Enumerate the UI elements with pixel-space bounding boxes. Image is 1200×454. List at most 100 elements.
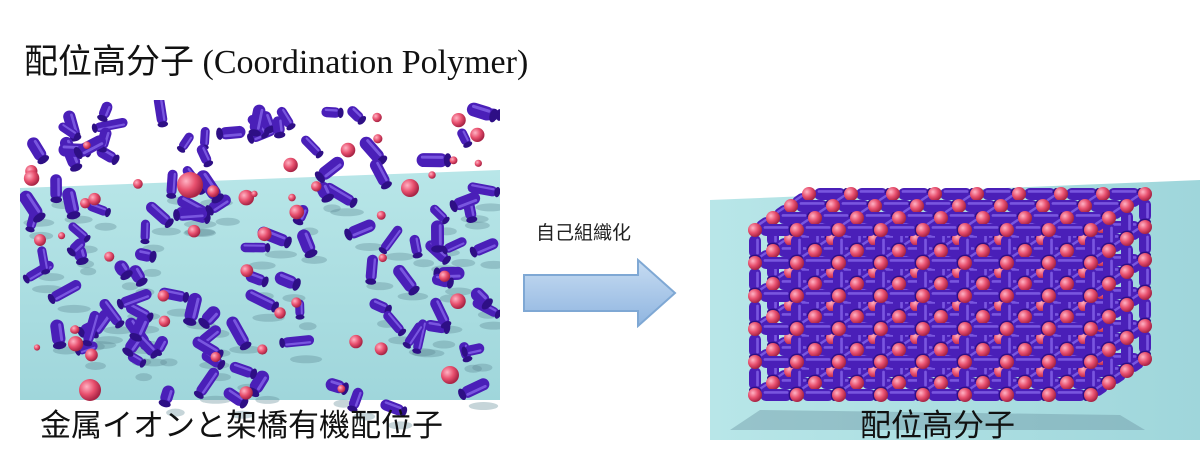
lattice-metal-node bbox=[1060, 343, 1074, 357]
ligand-shadow bbox=[290, 355, 323, 364]
lattice-metal-node bbox=[832, 289, 846, 303]
lattice-metal-node bbox=[808, 310, 822, 324]
metal-ion bbox=[376, 210, 386, 220]
lattice-metal-node bbox=[1096, 187, 1110, 201]
metal-ion bbox=[470, 127, 485, 143]
lattice-ligand-horizontal bbox=[1012, 356, 1048, 368]
ligand-rod bbox=[135, 248, 157, 263]
lattice-metal-node bbox=[1042, 223, 1056, 237]
lattice-metal-node bbox=[916, 355, 930, 369]
lattice-metal-node bbox=[916, 322, 930, 336]
lattice-metal-node bbox=[958, 256, 972, 270]
metal-ion bbox=[378, 253, 387, 263]
lattice-metal-node bbox=[748, 388, 762, 402]
ligand-rod bbox=[431, 220, 445, 253]
ligand-rod bbox=[116, 289, 152, 310]
lattice-metal-node bbox=[1060, 211, 1074, 225]
metal-ion bbox=[158, 315, 171, 328]
ordered-framework-scene bbox=[710, 180, 1200, 440]
ligand-rod bbox=[193, 367, 220, 399]
lattice-metal-node bbox=[874, 355, 888, 369]
metal-ion bbox=[34, 234, 46, 246]
lattice-metal-node bbox=[832, 388, 846, 402]
ligand-rod bbox=[198, 306, 221, 329]
lattice-metal-node bbox=[790, 388, 804, 402]
metal-ion bbox=[257, 227, 272, 242]
lattice-metal-node bbox=[1084, 223, 1098, 237]
ligand-rod bbox=[380, 399, 408, 418]
lattice-ligand-vertical bbox=[749, 268, 761, 295]
ligand-shadow bbox=[142, 268, 162, 277]
ligand-shadow bbox=[451, 258, 476, 267]
lattice-metal-node bbox=[1102, 211, 1116, 225]
ligand-rod bbox=[347, 106, 367, 125]
lattice-ligand-vertical bbox=[1139, 298, 1151, 325]
lattice-metal-node bbox=[766, 211, 780, 225]
ligand-rod bbox=[183, 292, 202, 326]
metal-ion bbox=[207, 185, 220, 198]
metal-ion bbox=[401, 179, 419, 197]
lattice-metal-node bbox=[1000, 388, 1014, 402]
ligand-shadow bbox=[397, 292, 429, 301]
ligand-shadow bbox=[85, 361, 106, 370]
metal-ion bbox=[438, 270, 451, 282]
lattice-metal-node bbox=[850, 211, 864, 225]
lattice-metal-node bbox=[1102, 277, 1116, 291]
ligand-shadow bbox=[445, 287, 473, 296]
metal-ion bbox=[291, 297, 302, 308]
lattice-metal-node bbox=[850, 244, 864, 258]
ligand-shadow bbox=[475, 203, 500, 212]
ligand-shadow bbox=[199, 395, 232, 404]
lattice-metal-node bbox=[958, 322, 972, 336]
lattice-metal-node bbox=[934, 211, 948, 225]
lattice-metal-node bbox=[874, 289, 888, 303]
lattice-metal-node bbox=[868, 199, 882, 213]
ligand-rod bbox=[365, 254, 379, 285]
lattice-metal-node bbox=[1120, 199, 1134, 213]
lattice-ligand-horizontal bbox=[1054, 356, 1090, 368]
lattice-metal-node bbox=[874, 256, 888, 270]
lattice-metal-node bbox=[892, 310, 906, 324]
lattice-metal-node bbox=[958, 289, 972, 303]
metal-ion bbox=[340, 142, 356, 158]
ligand-shadow bbox=[121, 282, 139, 291]
lattice-metal-node bbox=[832, 223, 846, 237]
ligand-rod bbox=[279, 335, 315, 348]
lattice-metal-node bbox=[916, 388, 930, 402]
ligand-shadow bbox=[480, 260, 500, 269]
ligand-rod bbox=[245, 289, 280, 313]
lattice-metal-node bbox=[1000, 322, 1014, 336]
lattice-metal-node bbox=[934, 244, 948, 258]
metal-ion bbox=[441, 366, 459, 384]
lattice-metal-node bbox=[1120, 265, 1134, 279]
lattice-metal-node bbox=[832, 355, 846, 369]
lattice-metal-node bbox=[808, 343, 822, 357]
ligand-rod bbox=[314, 156, 345, 183]
ligand-rod bbox=[378, 225, 403, 255]
lattice-ligand-vertical bbox=[1121, 310, 1133, 337]
lattice-metal-node bbox=[1042, 256, 1056, 270]
metal-ion bbox=[374, 342, 388, 356]
ligand-rod bbox=[461, 343, 485, 357]
ligand-rod bbox=[47, 280, 82, 304]
lattice-metal-node bbox=[886, 187, 900, 201]
ligand-rod bbox=[416, 153, 452, 168]
lattice-metal-node bbox=[892, 277, 906, 291]
ligand-shadow bbox=[468, 402, 499, 411]
ligand-shadow bbox=[413, 259, 435, 268]
lattice-metal-node bbox=[1120, 298, 1134, 312]
lattice-metal-node bbox=[1042, 289, 1056, 303]
metal-ion bbox=[210, 351, 221, 363]
lattice-metal-node bbox=[1078, 199, 1092, 213]
lattice-metal-node bbox=[832, 256, 846, 270]
lattice-metal-node bbox=[1084, 289, 1098, 303]
ligand-rod bbox=[62, 187, 81, 220]
lattice-metal-node bbox=[1102, 376, 1116, 390]
metal-ion bbox=[82, 141, 91, 150]
lattice-metal-node bbox=[1060, 277, 1074, 291]
lattice-metal-node bbox=[1102, 343, 1116, 357]
lattice-metal-node bbox=[976, 211, 990, 225]
lattice-metal-node bbox=[748, 223, 762, 237]
ligand-rod bbox=[50, 319, 67, 350]
ligand-rod bbox=[97, 101, 113, 122]
